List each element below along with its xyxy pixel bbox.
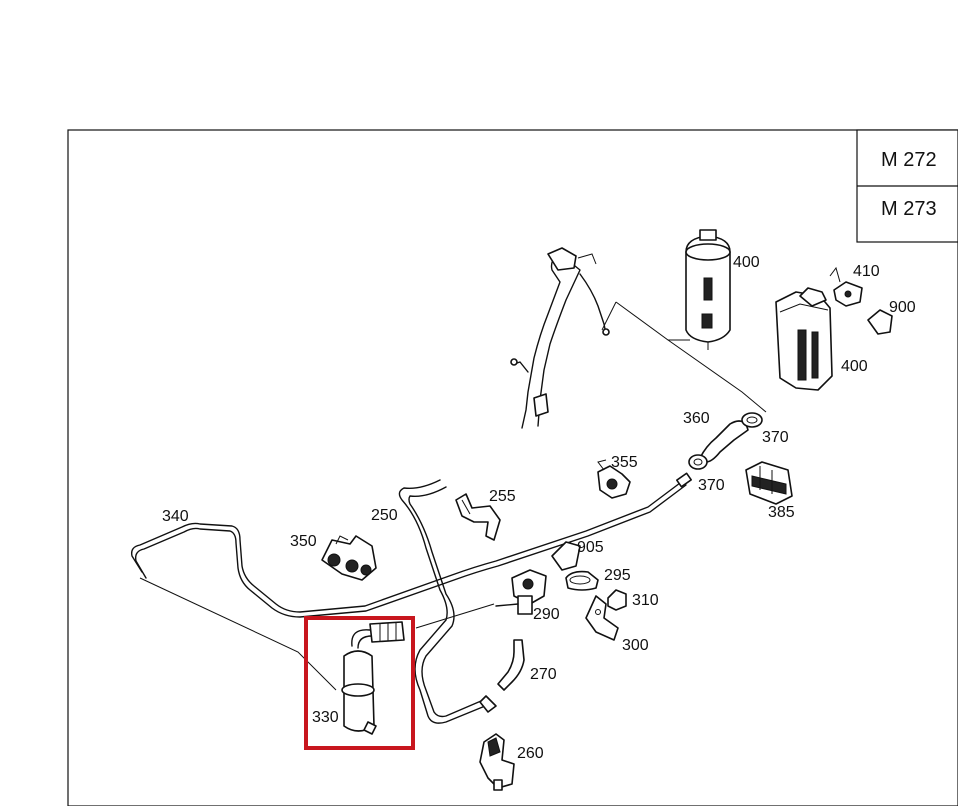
engine-code-m273: M 273 [881,198,937,220]
callout-370-lower: 370 [698,477,725,494]
part-harness [510,247,610,429]
part-900-pad[interactable] [867,309,893,335]
callout-300: 300 [622,637,649,654]
part-410-valve[interactable] [829,266,863,307]
part-385-valve[interactable] [745,461,793,505]
leader-lines [601,301,767,413]
callout-385: 385 [768,504,795,521]
callout-350: 350 [290,533,317,550]
callout-905: 905 [577,539,604,556]
part-290-valve[interactable] [415,569,547,629]
part-295-clamp[interactable] [565,570,599,591]
engine-code-table: M 272 M 273 [856,129,958,243]
part-350-clip[interactable] [321,535,377,581]
callout-900: 900 [889,299,916,316]
callout-410: 410 [853,263,880,280]
part-260-valve[interactable] [479,733,515,791]
diagram-frame [67,129,958,806]
part-255-bracket[interactable] [455,493,501,541]
part-400-canister-right[interactable] [775,287,833,391]
engine-code-m272: M 272 [881,149,937,171]
callout-370-upper: 370 [762,429,789,446]
callout-330: 330 [312,709,339,726]
callout-270: 270 [530,666,557,683]
callout-290: 290 [533,606,560,623]
callout-labels: 340 350 250 255 355 360 370 370 385 400 … [162,254,916,762]
callout-250: 250 [371,507,398,524]
callout-260: 260 [517,745,544,762]
callout-400-upper: 400 [733,254,760,271]
part-300-bracket[interactable] [585,595,619,641]
part-310-nut[interactable] [607,589,627,611]
highlight-box-330 [304,616,415,750]
part-370-clamp-lower[interactable] [688,454,708,470]
callout-295: 295 [604,567,631,584]
part-330-filter[interactable] [341,621,405,735]
part-400-canister-upper[interactable] [685,229,731,350]
callout-310: 310 [632,592,659,609]
part-370-clamp-upper[interactable] [741,412,763,428]
part-360-hose[interactable] [699,420,749,463]
part-355-clamp[interactable] [597,459,631,499]
callout-360: 360 [683,410,710,427]
callout-340: 340 [162,508,189,525]
part-340-fuel-line[interactable] [130,472,693,618]
callout-400-right: 400 [841,358,868,375]
callout-255: 255 [489,488,516,505]
leader-330 [139,577,337,691]
part-905-tag[interactable] [551,541,581,571]
part-270-hose[interactable] [497,639,525,691]
part-250-hose[interactable] [398,479,497,724]
callout-355: 355 [611,454,638,471]
